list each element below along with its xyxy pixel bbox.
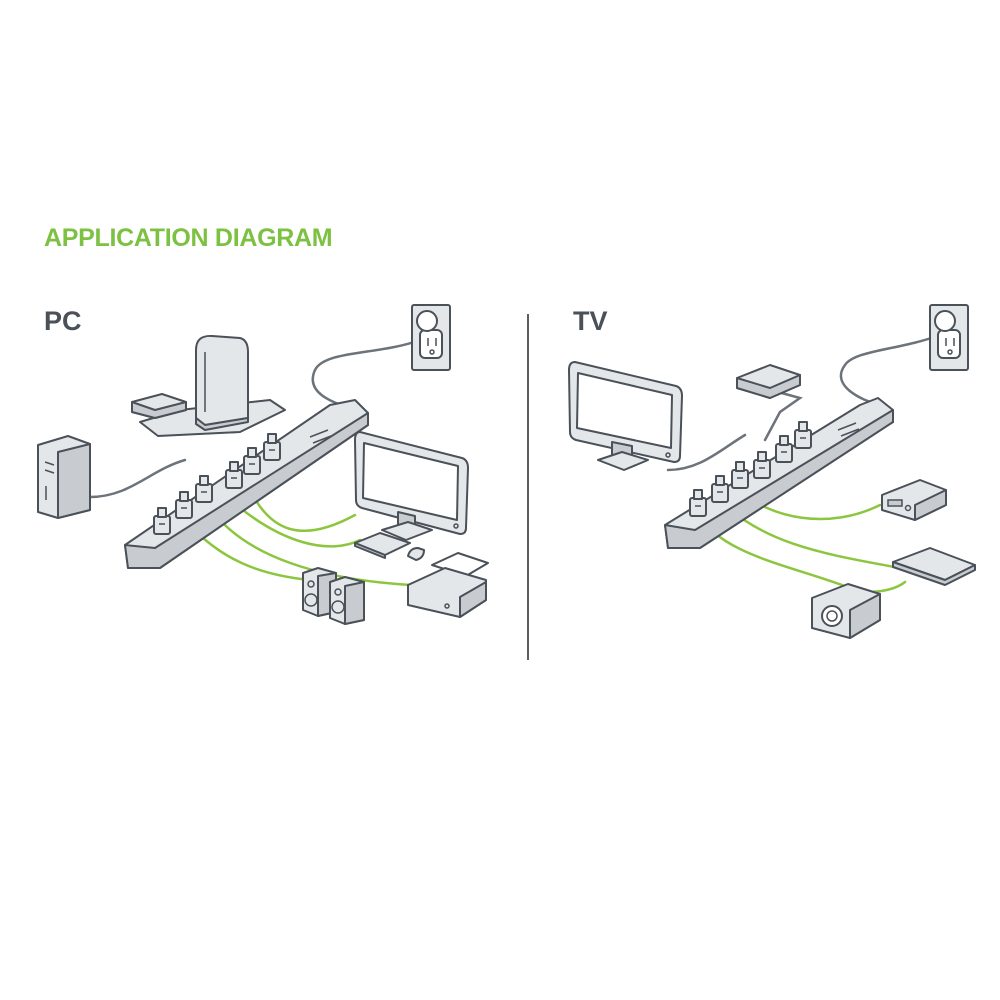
desktop-tower-icon [37, 435, 91, 519]
diagram-title: APPLICATION DIAGRAM [44, 224, 333, 252]
computer-cable [88, 458, 187, 499]
cable-box-icon [736, 364, 801, 399]
projector-icon [811, 583, 881, 639]
wall-outlet-icon [929, 304, 969, 371]
pc-panel [37, 304, 489, 625]
tv-cable [666, 433, 747, 472]
cable-box-cable [763, 390, 803, 442]
keyboard-icon [354, 532, 411, 559]
television-icon [568, 361, 683, 471]
panel-divider [527, 314, 529, 660]
dvd-player-icon [892, 547, 976, 586]
wireless-router-icon [195, 334, 249, 431]
power-strip-icon [124, 399, 369, 569]
tv-panel [568, 304, 976, 639]
av-receiver-icon [881, 479, 947, 521]
mouse-icon [407, 547, 425, 561]
tv-panel-label: TV [573, 306, 608, 336]
printer-icon [407, 552, 489, 618]
monitor-icon [354, 431, 469, 541]
wall-outlet-icon [411, 304, 451, 371]
power-strip-icon [664, 397, 894, 549]
power-cable [839, 333, 942, 407]
speakers-icon [302, 567, 365, 625]
power-cable [311, 338, 422, 412]
pc-panel-label: PC [44, 306, 82, 336]
projector-cable [695, 510, 907, 593]
modem-icon [131, 393, 187, 419]
